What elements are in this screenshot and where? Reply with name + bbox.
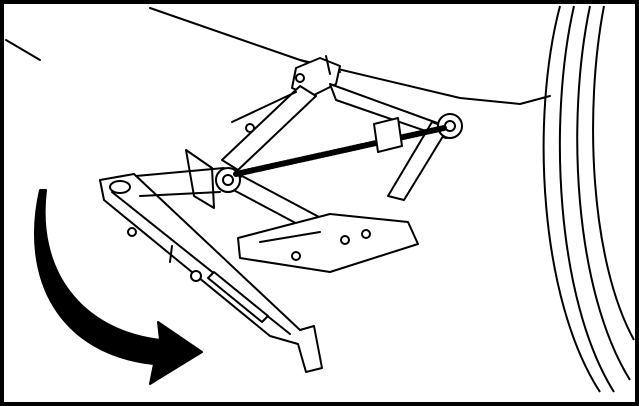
vehicle-body <box>5 7 551 105</box>
jack-handle-icon <box>99 167 323 373</box>
jack-illustration <box>5 5 635 393</box>
tire-icon <box>542 5 635 393</box>
curved-arrow-icon <box>33 189 203 385</box>
scissor-jack-icon <box>185 55 463 273</box>
